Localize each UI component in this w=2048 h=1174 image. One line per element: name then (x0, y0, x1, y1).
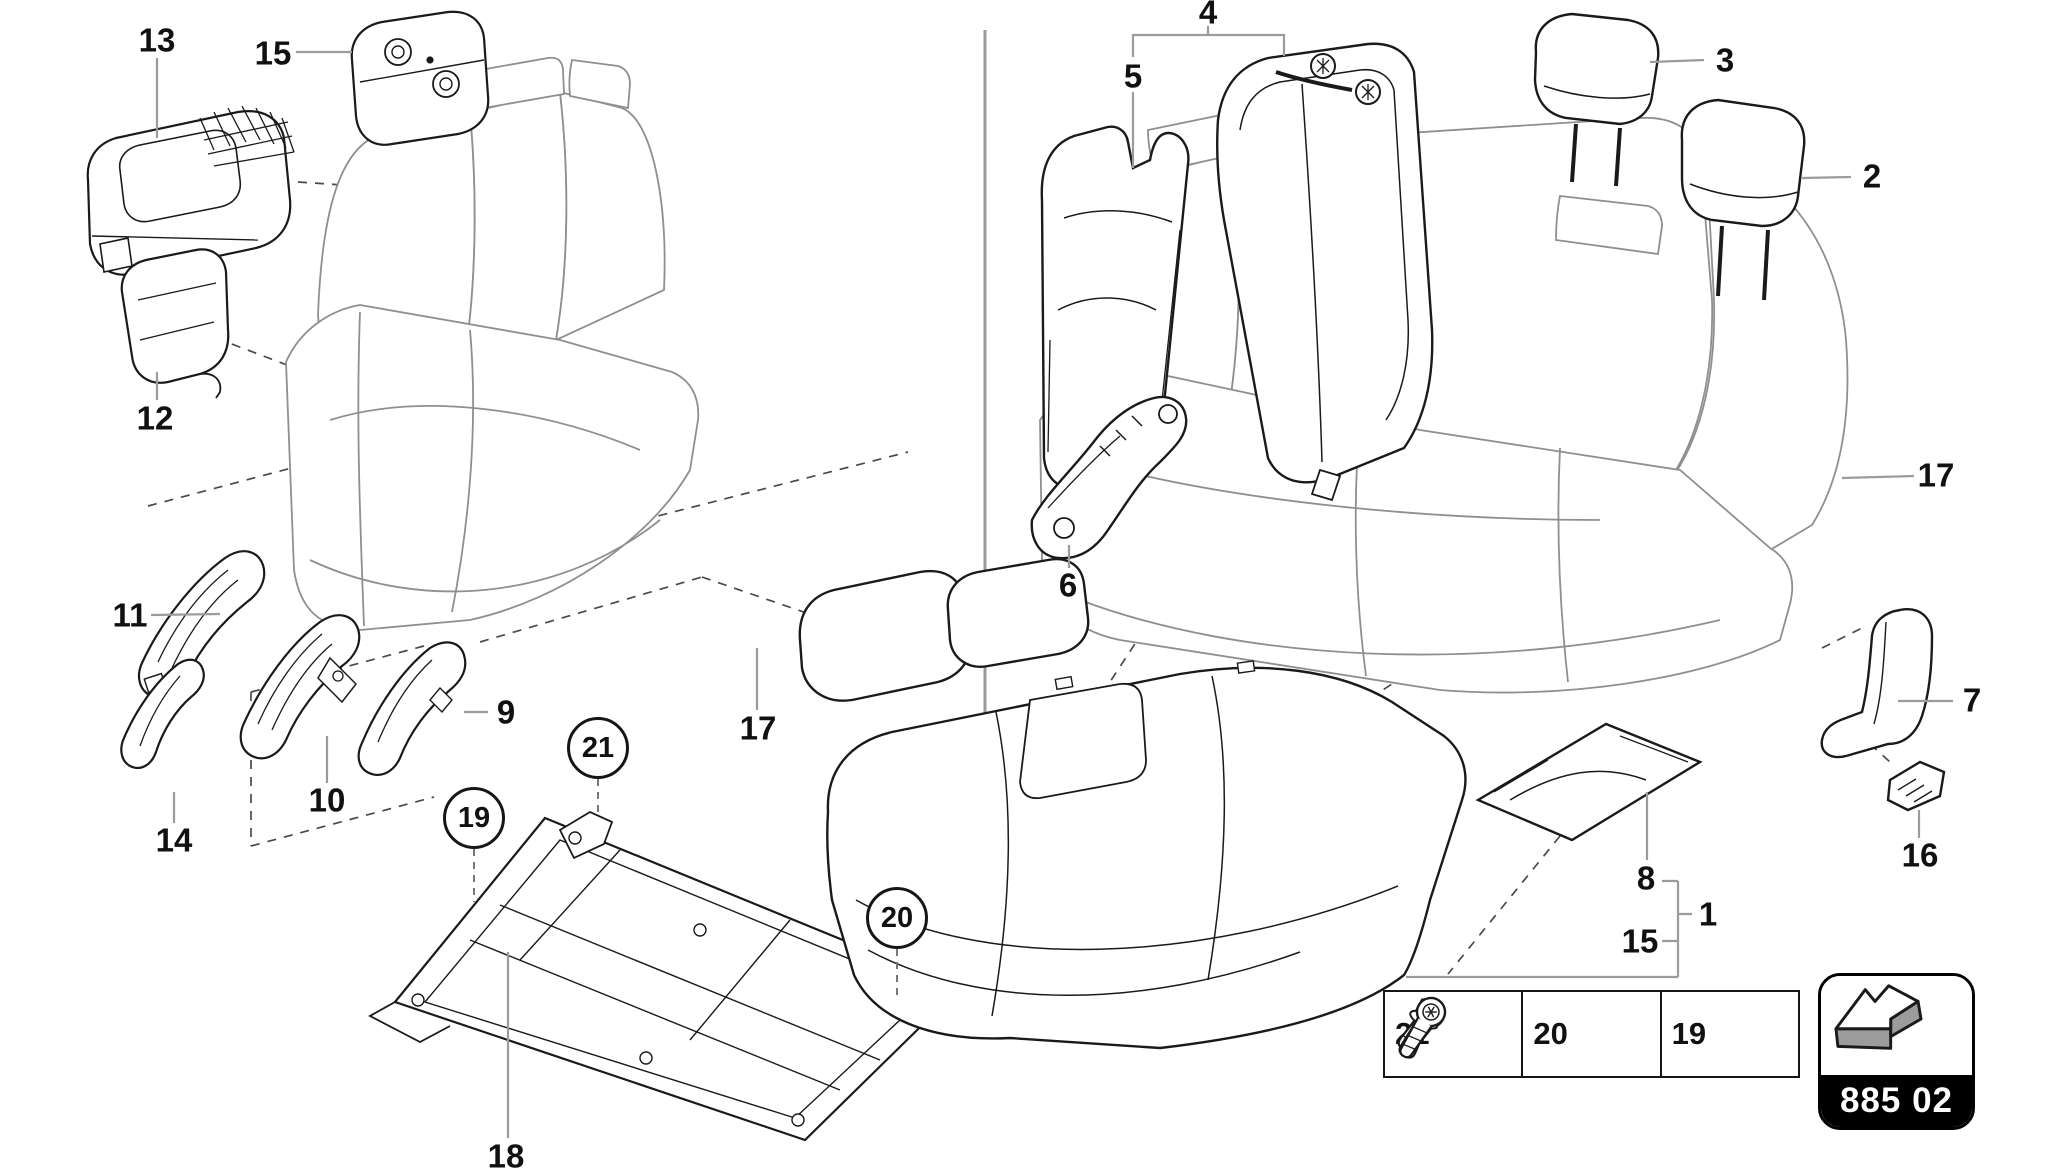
leader-lines (150, 26, 1953, 1138)
cargo-net-hatch (199, 105, 295, 167)
part-4-backrest (1216, 42, 1434, 502)
part-15-trim-cap (350, 10, 490, 146)
legend-cell-19: 19 (1399, 992, 1798, 1076)
seat-bench-left-ghost (285, 56, 700, 631)
headrest-3 (1533, 12, 1660, 187)
part-code-badge: 885 02 (1818, 973, 1975, 1130)
callout-10: 10 (308, 781, 346, 819)
callout-7: 7 (1962, 681, 1982, 719)
callout-15-right: 15 (1621, 922, 1659, 960)
circled-callout-20-number: 20 (880, 901, 914, 934)
part-9-trim (357, 641, 467, 776)
callout-8: 8 (1636, 859, 1656, 897)
bent-arrow-icon (1834, 984, 1923, 1050)
circled-callout-leaders (473, 779, 898, 998)
callout-3: 3 (1715, 41, 1735, 79)
callout-4: 4 (1198, 0, 1218, 31)
part-6-recliner-bracket (1030, 395, 1188, 560)
callout-13: 13 (138, 21, 176, 59)
part-14-trim (120, 658, 205, 769)
part-11-trim (137, 550, 266, 700)
callout-9: 9 (496, 693, 516, 731)
part-10-trim (239, 614, 361, 760)
part-1-cushion-assembly (798, 557, 1467, 1050)
callout-2: 2 (1862, 157, 1882, 195)
callout-12: 12 (136, 399, 174, 437)
torx-pan-screw-icon (1399, 996, 1447, 1059)
circled-callout-21-number: 21 (581, 731, 615, 764)
part-code-text: 885 02 (1821, 1075, 1972, 1127)
part-12-trim (120, 248, 230, 399)
part-13-armrest (86, 105, 295, 276)
badge-icon-area (1821, 976, 1972, 1075)
fastener-legend: 21 20 (1383, 990, 1800, 1078)
circled-callout-20: 20 (866, 887, 928, 949)
legend-cell-20: 20 (1398, 992, 1662, 1076)
callout-17-left: 17 (739, 709, 777, 747)
callout-6: 6 (1058, 566, 1078, 604)
callout-1: 1 (1698, 895, 1718, 933)
callout-5: 5 (1123, 57, 1143, 95)
callout-17-right: 17 (1917, 456, 1955, 494)
circled-callout-19: 19 (443, 787, 505, 849)
callout-14: 14 (155, 821, 193, 859)
part-16-bracket (1886, 760, 1946, 812)
circled-callout-19-number: 19 (457, 801, 491, 834)
part-7-trim (1820, 608, 1934, 759)
part-8-mat (1475, 722, 1703, 842)
legend-ref-20: 20 (1533, 1016, 1568, 1051)
callout-11: 11 (112, 596, 148, 634)
circled-callout-21: 21 (567, 717, 629, 779)
legend-ref-19: 19 (1671, 1016, 1707, 1051)
callout-16: 16 (1901, 836, 1939, 874)
callout-15-left: 15 (254, 34, 292, 72)
headrest-2 (1680, 98, 1806, 301)
callout-18: 18 (487, 1137, 525, 1174)
